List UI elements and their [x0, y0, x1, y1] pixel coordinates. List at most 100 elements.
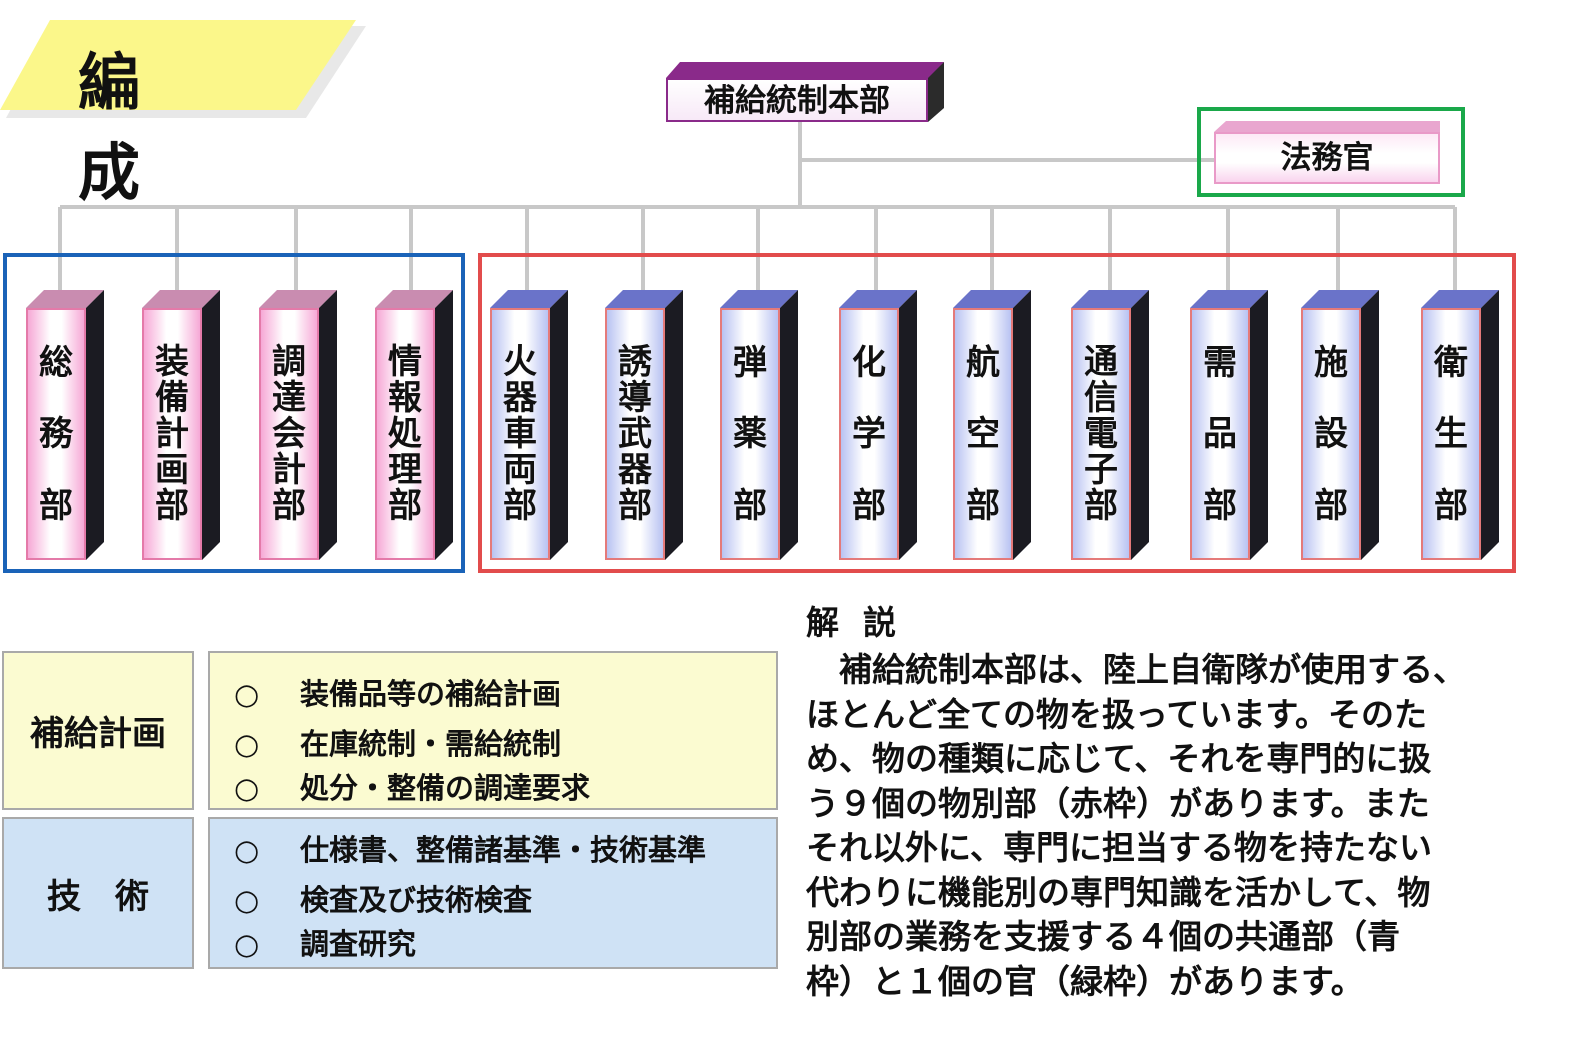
dept-char: 部 [852, 485, 886, 526]
item-departments-frame [478, 253, 1516, 573]
dept-char: 計 [272, 450, 306, 490]
function-item: ○在庫統制・需給統制 [234, 727, 562, 761]
common-departments-frame [3, 253, 465, 573]
dept-char: 務 [39, 414, 73, 454]
dept-char: 器 [503, 378, 537, 418]
dept-char: 部 [388, 486, 422, 526]
banner-shape [0, 20, 366, 118]
dept-char: 部 [966, 485, 1000, 526]
dept-char: 設 [1314, 414, 1348, 454]
dept-char: 計 [155, 414, 189, 454]
function-items-supply-planning: ○装備品等の補給計画 ○在庫統制・需給統制 ○処分・整備の調達要求 [208, 651, 778, 810]
dept-char: 航 [966, 342, 1000, 383]
department-equipment-planning: 装 備 計 画 部 [142, 290, 228, 562]
department-ammunition: 弾 薬 部 [720, 290, 806, 562]
department-medical: 衛 生 部 [1421, 290, 1507, 562]
dept-char: 達 [272, 378, 306, 418]
function-item: ○仕様書、整備諸基準・技術基準 [234, 833, 707, 867]
dept-char: 備 [155, 378, 189, 418]
dept-char: 理 [388, 450, 422, 490]
dept-char: 品 [1203, 414, 1237, 454]
function-item: ○装備品等の補給計画 [234, 677, 562, 711]
department-general-affairs: 総 務 部 [26, 290, 112, 562]
dept-char: 部 [618, 486, 652, 526]
department-firearms-vehicles: 火 器 車 両 部 [490, 290, 576, 562]
dept-char: 火 [503, 342, 537, 382]
hq-label: 補給統制本部 [704, 83, 890, 119]
dept-char: 部 [1314, 485, 1348, 526]
title-banner: 編 成 [0, 18, 370, 209]
legal-officer-box: 法務官 [1214, 132, 1440, 184]
dept-char: 空 [966, 414, 1000, 454]
page-title: 編 成 [78, 46, 323, 209]
dept-char: 弾 [733, 342, 767, 383]
dept-char: 衛 [1434, 342, 1468, 383]
dept-char: 器 [618, 450, 652, 490]
dept-char: 情 [388, 342, 422, 382]
bullet-icon: ○ [234, 727, 260, 761]
function-items-technology: ○仕様書、整備諸基準・技術基準 ○検査及び技術検査 ○調査研究 [208, 817, 778, 969]
dept-char: 報 [388, 378, 422, 418]
dept-char: 薬 [733, 414, 767, 454]
explanation-line: う９個の物別部（赤枠）があります。また [806, 783, 1430, 823]
department-quartermaster: 需 品 部 [1190, 290, 1276, 562]
explanation-line: ほとんど全ての物を扱っています。そのた [806, 694, 1428, 734]
dept-char: 需 [1203, 342, 1237, 383]
category-label: 技 術 [47, 876, 149, 917]
function-item: ○処分・整備の調達要求 [234, 771, 591, 805]
dept-char: 学 [852, 414, 886, 454]
explanation-title: 解説 [806, 603, 920, 642]
dept-char: 処 [388, 414, 422, 454]
explanation-line: それ以外に、専門に担当する物を持たない [806, 828, 1433, 867]
hq-box: 補給統制本部 [666, 78, 928, 122]
dept-char: 子 [1084, 450, 1118, 490]
explanation-line: 枠）と１個の官（緑枠）があります。 [806, 961, 1364, 1001]
dept-char: 誘 [618, 342, 652, 382]
dept-char: 信 [1084, 378, 1118, 418]
dept-char: 車 [503, 414, 537, 454]
department-communications-electronics: 通 信 電 子 部 [1071, 290, 1157, 562]
dept-char: 部 [733, 485, 767, 526]
legal-officer-frame [1197, 107, 1465, 197]
org-connectors [58, 62, 1457, 298]
department-guided-weapons: 誘 導 武 器 部 [605, 290, 691, 562]
dept-char: 武 [618, 414, 652, 454]
function-category-supply-planning: 補給計画 [2, 651, 194, 810]
dept-char: 部 [503, 486, 537, 526]
dept-char: 総 [39, 342, 73, 383]
legal-officer-label: 法務官 [1280, 140, 1374, 176]
bullet-icon: ○ [234, 771, 260, 805]
explanation-body: 補給統制本部は、陸上自衛隊が使用する、 ほとんど全ての物を扱っています。そのた … [806, 648, 1536, 1004]
dept-char: 両 [503, 450, 537, 490]
function-category-technology: 技 術 [2, 817, 194, 969]
dept-char: 部 [155, 486, 189, 526]
dept-char: 通 [1084, 342, 1118, 382]
explanation-line: 代わりに機能別の専門知識を活かして、物 [806, 872, 1431, 912]
department-information-processing: 情 報 処 理 部 [375, 290, 461, 562]
dept-char: 画 [155, 450, 189, 490]
dept-char: 化 [852, 342, 886, 383]
department-facilities: 施 設 部 [1301, 290, 1387, 562]
explanation-line: 別部の業務を支援する４個の共通部（青 [806, 917, 1400, 956]
dept-char: 生 [1434, 414, 1468, 454]
dept-char: 部 [1434, 485, 1468, 526]
dept-char: 装 [155, 342, 189, 382]
function-item: ○検査及び技術検査 [234, 883, 533, 917]
bullet-icon: ○ [234, 677, 260, 711]
department-aviation: 航 空 部 [953, 290, 1039, 562]
bullet-icon: ○ [234, 927, 260, 961]
explanation-line: め、物の種類に応じて、それを専門的に扱 [806, 739, 1432, 778]
dept-char: 会 [272, 414, 306, 454]
dept-char: 電 [1084, 414, 1118, 454]
bullet-icon: ○ [234, 833, 260, 867]
dept-char: 部 [39, 485, 73, 526]
dept-char: 施 [1314, 342, 1348, 383]
explanation-line: 補給統制本部は、陸上自衛隊が使用する、 [806, 650, 1466, 689]
category-label: 補給計画 [30, 714, 166, 754]
dept-char: 部 [272, 486, 306, 526]
dept-char: 部 [1203, 485, 1237, 526]
dept-char: 調 [272, 342, 306, 382]
dept-char: 部 [1084, 486, 1118, 526]
department-procurement-accounting: 調 達 会 計 部 [259, 290, 345, 562]
department-chemical: 化 学 部 [839, 290, 925, 562]
